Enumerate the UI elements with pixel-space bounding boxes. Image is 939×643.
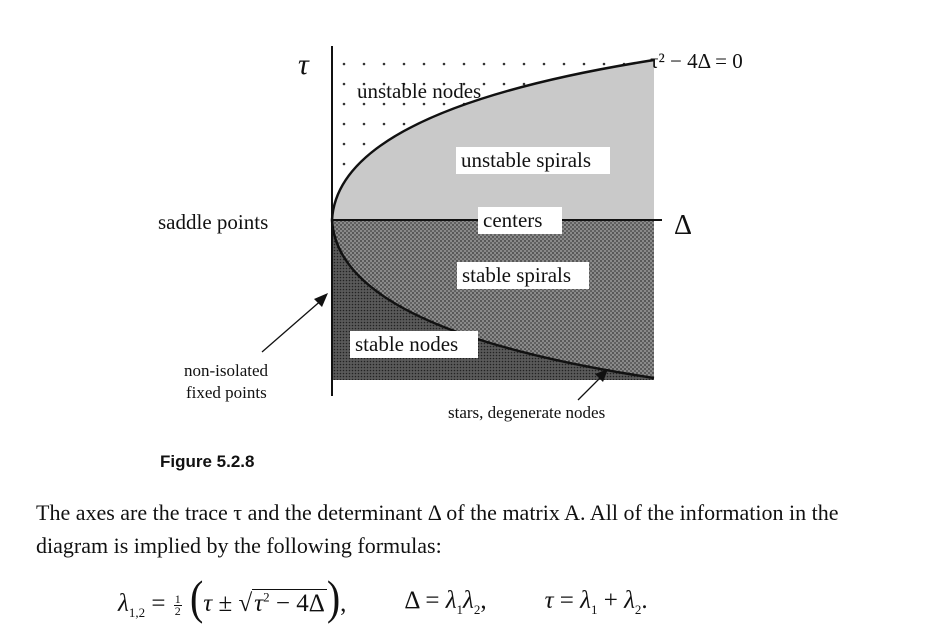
formula-trace: τ = λ1 + λ2. (544, 586, 648, 617)
curve-label: τ² − 4Δ = 0 (650, 49, 743, 73)
figure-caption: Figure 5.2.8 (160, 452, 255, 471)
stable-nodes-label: stable nodes (355, 332, 458, 356)
stable-spirals-label: stable spirals (462, 263, 571, 287)
stars-arrowhead (595, 369, 608, 382)
saddle-points-label: saddle points (158, 210, 268, 234)
centers-label: centers (483, 208, 542, 232)
stars-label: stars, degenerate nodes (448, 403, 605, 422)
fixed-points-label: fixed points (186, 383, 267, 402)
formula-determinant: Δ = λ1λ2, (404, 586, 487, 617)
stability-diagram: τ Δ τ² − 4Δ = 0 unstable nodes unstable … (158, 46, 743, 422)
unstable-nodes-label: unstable nodes (357, 79, 481, 103)
stable-spirals-region (332, 220, 654, 378)
body-paragraph: The axes are the trace τ and the determi… (36, 500, 839, 558)
non-isolated-arrowhead (314, 293, 328, 307)
unstable-spirals-label: unstable spirals (461, 148, 591, 172)
delta-axis-label: Δ (674, 210, 692, 241)
non-isolated-arrow (261, 297, 325, 353)
unstable-spirals-region (332, 60, 654, 220)
tau-axis-label: τ (298, 48, 310, 81)
non-isolated-label: non-isolated (184, 361, 269, 380)
